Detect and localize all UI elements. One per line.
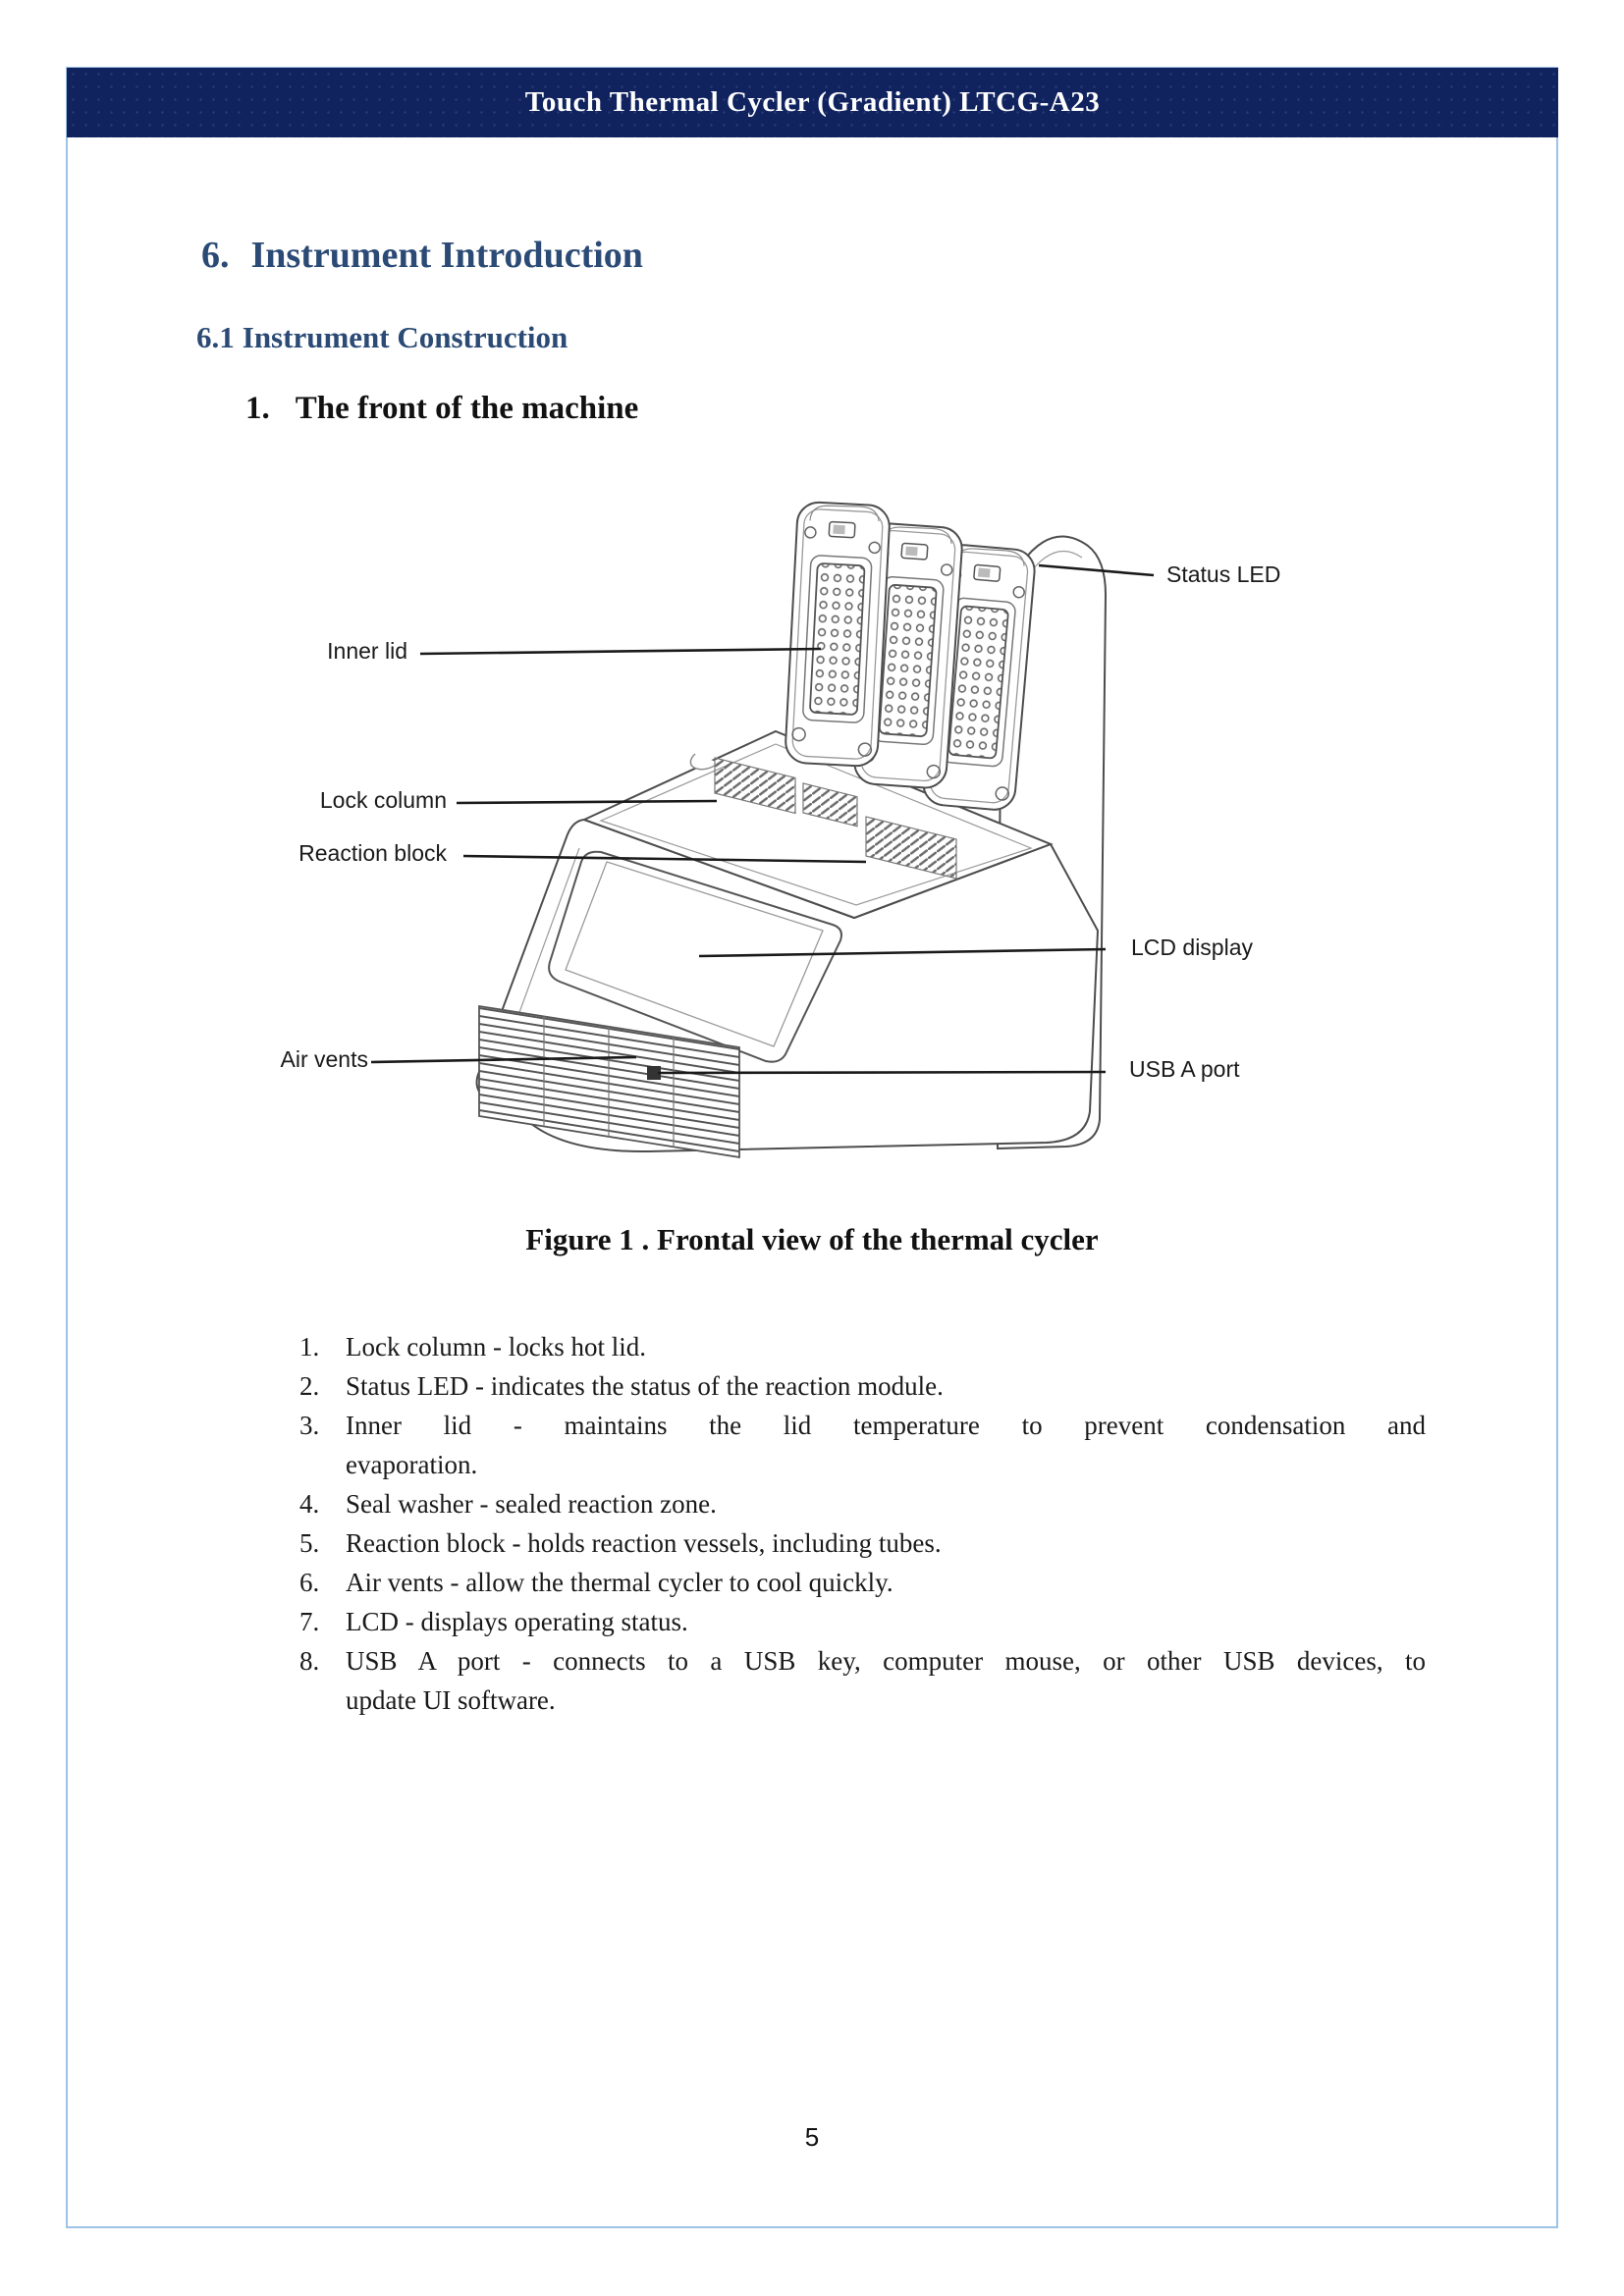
- lid-module-left: [784, 500, 892, 769]
- reaction-block-seat: [802, 782, 858, 828]
- reaction-block-seat: [865, 816, 957, 880]
- label-inner-lid: Inner lid: [327, 638, 407, 664]
- label-reaction-block: Reaction block: [298, 840, 447, 866]
- list-item-number: 1.: [299, 1332, 320, 1362]
- usb-port-square: [647, 1066, 661, 1080]
- list-item-text: Inner lid - maintains the lid temperatur…: [346, 1411, 1426, 1440]
- list-heading-title: The front of the machine: [295, 391, 639, 426]
- list-item-number: 5.: [299, 1528, 320, 1558]
- list-item: 5. Reaction block - holds reaction vesse…: [299, 1523, 1429, 1563]
- list-item-number: 2.: [299, 1371, 320, 1401]
- figure-frontal-view: Inner lid Lock column Reaction block Air…: [255, 471, 1375, 1168]
- list-item-text: Lock column - locks hot lid.: [346, 1332, 646, 1362]
- document-title: Touch Thermal Cycler (Gradient) LTCG-A23: [524, 86, 1101, 118]
- section-number: 6.: [201, 235, 230, 276]
- subsection-title: Instrument Construction: [242, 320, 568, 354]
- list-item-text: Air vents - allow the thermal cycler to …: [346, 1568, 893, 1597]
- leader-lines: [370, 563, 1155, 1075]
- list-item-text: Status LED - indicates the status of the…: [346, 1371, 944, 1401]
- list-item-number: 7.: [299, 1607, 320, 1636]
- list-heading-number: 1.: [245, 391, 270, 426]
- section-heading: 6. Instrument Introduction: [201, 234, 643, 277]
- thermal-cycler-diagram: [370, 500, 1155, 1159]
- label-lock-column: Lock column: [319, 787, 447, 813]
- list-item-text: Reaction block - holds reaction vessels,…: [346, 1528, 942, 1558]
- list-item: 6. Air vents - allow the thermal cycler …: [299, 1563, 1429, 1602]
- list-item-text: Seal washer - sealed reaction zone.: [346, 1489, 717, 1519]
- list-item: 8. USB A port - connects to a USB key, c…: [299, 1641, 1429, 1720]
- document-header-bar: Touch Thermal Cycler (Gradient) LTCG-A23: [67, 68, 1558, 137]
- list-item: 7. LCD - displays operating status.: [299, 1602, 1429, 1641]
- subsection-number: 6.1: [196, 320, 235, 354]
- label-usb-a-port: USB A port: [1129, 1056, 1240, 1082]
- list-item-text: LCD - displays operating status.: [346, 1607, 688, 1636]
- label-status-led: Status LED: [1166, 561, 1281, 587]
- deck-notch: [689, 753, 720, 771]
- list-item: 2. Status LED - indicates the status of …: [299, 1366, 1429, 1406]
- list-item-number: 6.: [299, 1568, 320, 1597]
- list-item-number: 4.: [299, 1489, 320, 1519]
- list-item-text: USB A port - connects to a USB key, comp…: [346, 1646, 1426, 1676]
- list-item-text: evaporation.: [346, 1450, 478, 1479]
- list-heading: 1. The front of the machine: [245, 391, 638, 427]
- list-item: 1. Lock column - locks hot lid.: [299, 1327, 1429, 1366]
- list-item-number: 3.: [299, 1411, 320, 1440]
- section-title: Instrument Introduction: [250, 235, 643, 276]
- list-item-number: 8.: [299, 1646, 320, 1676]
- page-number: 5: [804, 2122, 820, 2152]
- figure-caption: Figure 1 . Frontal view of the thermal c…: [525, 1222, 1099, 1256]
- label-lcd-display: LCD display: [1131, 934, 1253, 960]
- label-air-vents: Air vents: [280, 1046, 368, 1072]
- parts-list: 1. Lock column - locks hot lid. 2. Statu…: [299, 1327, 1429, 1720]
- list-item: 3. Inner lid - maintains the lid tempera…: [299, 1406, 1429, 1484]
- reaction-block-seat: [714, 757, 796, 815]
- list-item-text: update UI software.: [346, 1685, 556, 1715]
- list-item: 4. Seal washer - sealed reaction zone.: [299, 1484, 1429, 1523]
